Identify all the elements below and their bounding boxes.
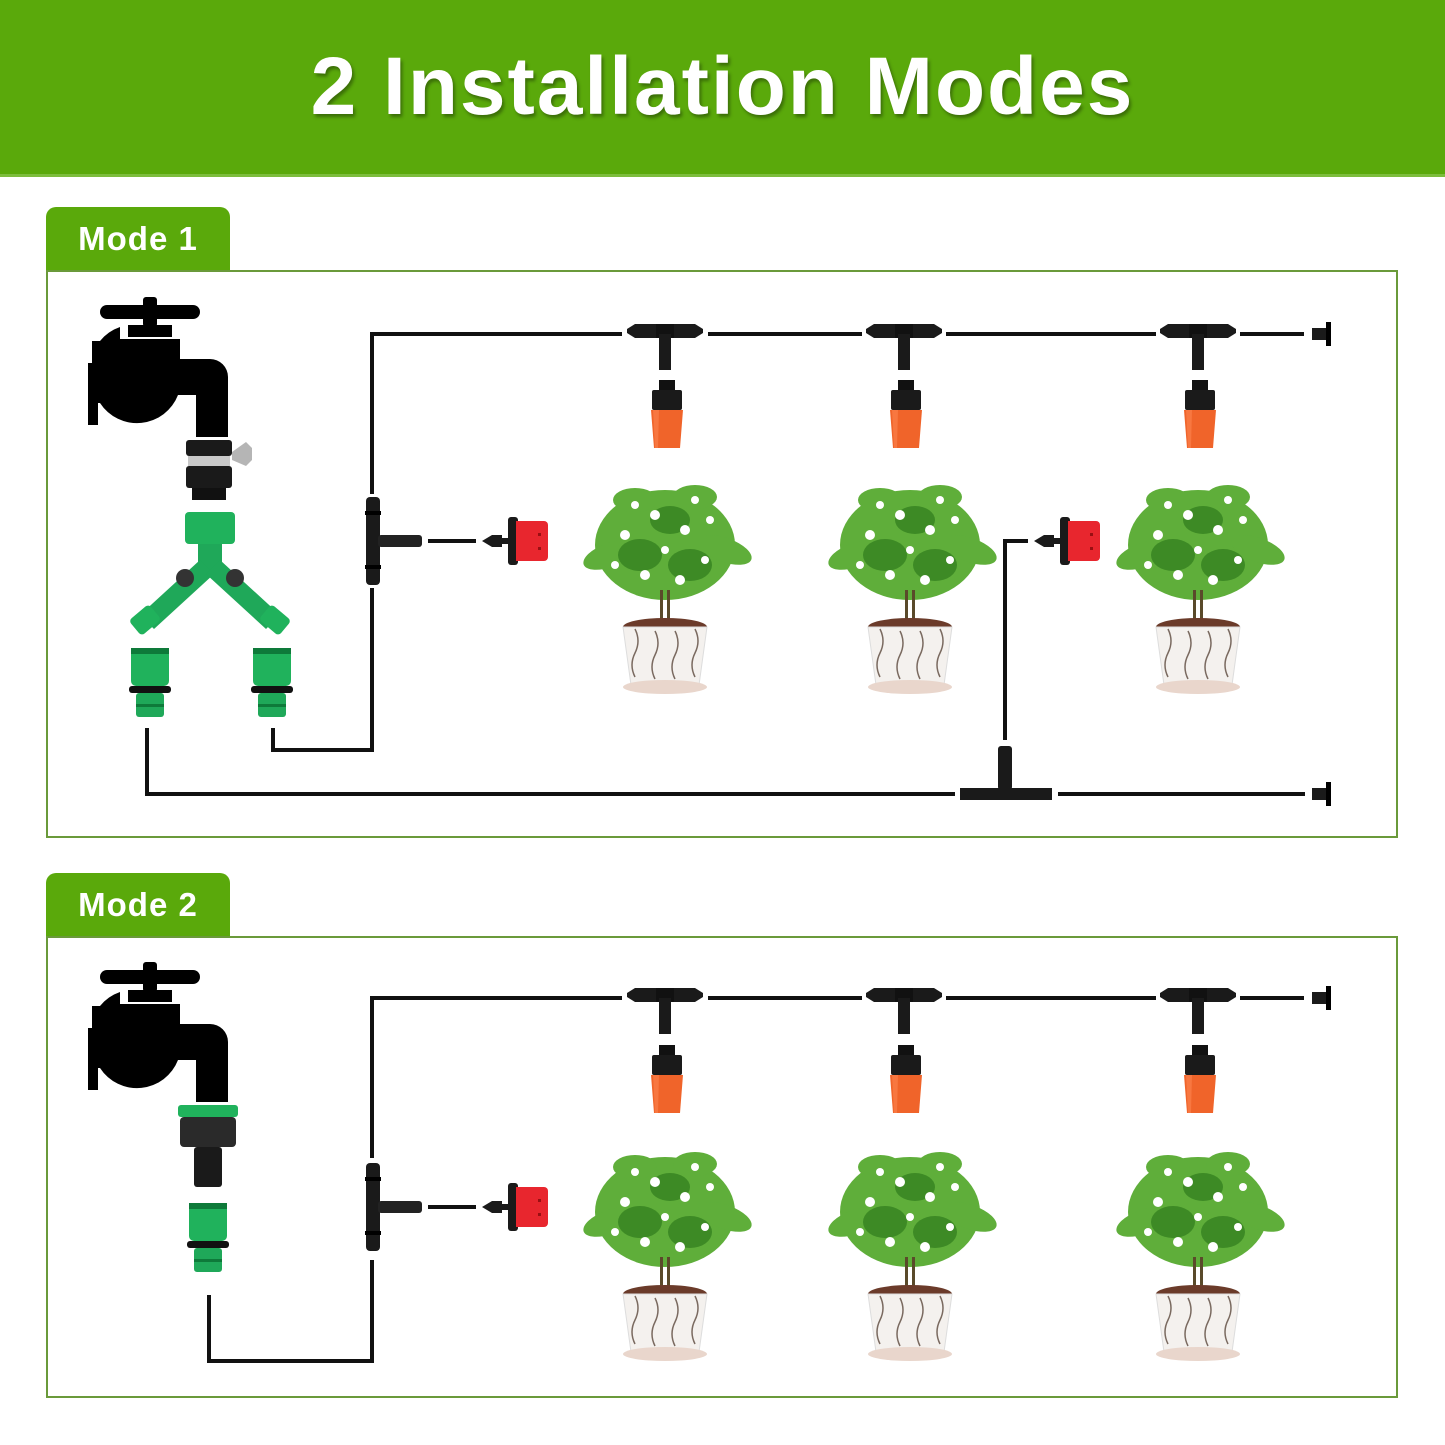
- mode-1-plant: [823, 484, 1002, 695]
- mode-1-y-splitter-valve: [130, 512, 290, 635]
- mode-2-faucet-icon: [88, 962, 228, 1102]
- mode-1-plant: [1111, 484, 1290, 695]
- mode-2-tee-connector: [1160, 988, 1236, 1034]
- page-title: 2 Installation Modes: [310, 41, 1135, 132]
- mode-2-tee-connector: [627, 988, 703, 1034]
- mode-1-tee-connector-bottom: [960, 746, 1052, 800]
- mode-1-red-dripper: [1034, 517, 1100, 565]
- mode-1-tubing: [145, 332, 1305, 796]
- mode-2-tee-connector: [866, 988, 942, 1034]
- mode-2-orange-dripper: [890, 1045, 922, 1113]
- mode-1-tap-adapter: [186, 440, 252, 500]
- mode-1-orange-dripper: [890, 380, 922, 448]
- mode-2-end-plug: [1312, 986, 1331, 1010]
- mode-2-plant: [1111, 1151, 1290, 1362]
- mode-1-red-dripper: [482, 517, 548, 565]
- mode-1-tee-connector: [866, 324, 942, 370]
- mode-2-orange-dripper: [651, 1045, 683, 1113]
- mode-2-orange-dripper: [1184, 1045, 1216, 1113]
- mode-2-tee-connector: [365, 1163, 422, 1251]
- mode-1-end-plug: [1312, 322, 1331, 346]
- mode-1-orange-dripper: [1184, 380, 1216, 448]
- mode-1-end-plug: [1312, 782, 1331, 806]
- mode-1-tab: Mode 1: [46, 207, 230, 271]
- mode-2-tap-adapter: [178, 1105, 238, 1187]
- mode-2-plant: [578, 1151, 757, 1362]
- mode-1-quick-connector-right: [251, 648, 293, 717]
- mode-2-tubing: [207, 996, 1304, 1363]
- header-banner: 2 Installation Modes: [0, 0, 1445, 177]
- mode-2-red-dripper: [482, 1183, 548, 1231]
- mode-1-tee-connector: [1160, 324, 1236, 370]
- mode-2-plant: [823, 1151, 1002, 1362]
- mode-2-tab: Mode 2: [46, 873, 230, 937]
- mode-1-orange-dripper: [651, 380, 683, 448]
- mode-1-quick-connector-left: [129, 648, 171, 717]
- mode-1-tee-connector: [627, 324, 703, 370]
- mode-1-faucet-icon: [88, 297, 228, 437]
- mode-2-quick-connector: [187, 1203, 229, 1272]
- mode-1-plant: [578, 484, 757, 695]
- mode-1-tee-connector: [365, 497, 422, 585]
